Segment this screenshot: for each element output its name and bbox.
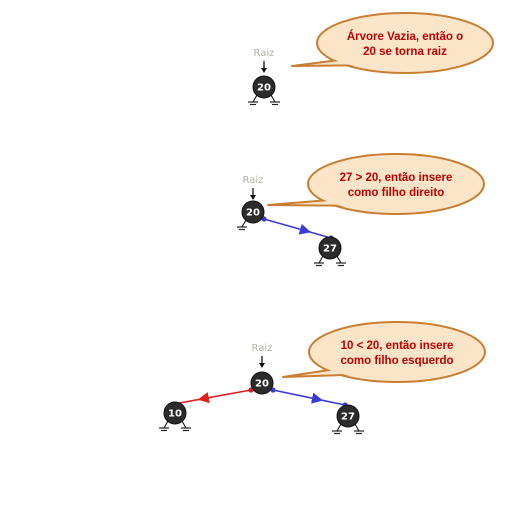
tree-node: 20 (237, 200, 265, 231)
node-label: 20 (246, 208, 260, 219)
tree-node: 27 (314, 236, 346, 267)
root-label: Raiz (252, 343, 273, 354)
edge-line (263, 218, 311, 235)
node-label: 20 (255, 379, 269, 390)
speech-bubble: 27 > 20, então insere como filho direito (267, 153, 485, 215)
node-label: 27 (323, 244, 337, 255)
step-3: 10 < 20, então insere como filho esquerdo… (159, 321, 486, 435)
node-label: 20 (257, 83, 271, 94)
tree-edge (261, 216, 334, 241)
down-arrow-icon (259, 356, 265, 368)
edge-line (197, 389, 252, 404)
node-circle (336, 404, 360, 428)
speech-bubble: 10 < 20, então insere como filho esquerdo (282, 321, 486, 383)
edge-line (272, 389, 324, 404)
tree-edge (270, 387, 348, 408)
tree-node: 10 (159, 401, 191, 432)
ground-null-icon (354, 423, 364, 435)
node-label: 10 (168, 409, 182, 420)
step-2: 27 > 20, então insere como filho direito R… (237, 153, 485, 267)
bubble-text-line: Árvore Vazia, então o (347, 30, 463, 43)
bubble-text-line: 20 se torna raiz (363, 46, 447, 58)
ground-null-icon (270, 94, 280, 106)
edge-line (305, 230, 332, 239)
ground-null-icon (181, 420, 191, 432)
ground-null-icon (336, 255, 346, 267)
node-circle (241, 200, 265, 224)
node-circle (252, 75, 276, 99)
root-label: Raiz (254, 48, 275, 59)
down-arrow-icon (250, 188, 256, 200)
node-circle (250, 371, 274, 395)
ground-null-icon (314, 255, 324, 267)
edge-line (317, 398, 346, 406)
tree-edge (171, 387, 254, 407)
bubble-text-line: 10 < 20, então insere (341, 340, 454, 352)
node-label: 27 (341, 412, 355, 423)
speech-bubble: Árvore Vazia, então o 20 se torna raiz (291, 12, 494, 74)
node-circle (163, 401, 187, 425)
tree-node: 20 (250, 371, 274, 395)
bubble-text-line: como filho direito (348, 187, 444, 199)
down-arrow-icon (261, 61, 267, 73)
ground-null-icon (248, 94, 258, 106)
root-label: Raiz (243, 175, 264, 186)
bubble-text-line: como filho esquerdo (340, 355, 453, 367)
ground-null-icon (332, 423, 342, 435)
ground-null-icon (237, 219, 247, 231)
tree-node: 27 (332, 404, 364, 435)
tree-node: 20 (248, 75, 280, 106)
node-circle (318, 236, 342, 260)
bubble-text-line: 27 > 20, então insere (340, 172, 453, 184)
ground-null-icon (159, 420, 169, 432)
step-1: Árvore Vazia, então o 20 se torna raiz Rai… (248, 12, 494, 106)
